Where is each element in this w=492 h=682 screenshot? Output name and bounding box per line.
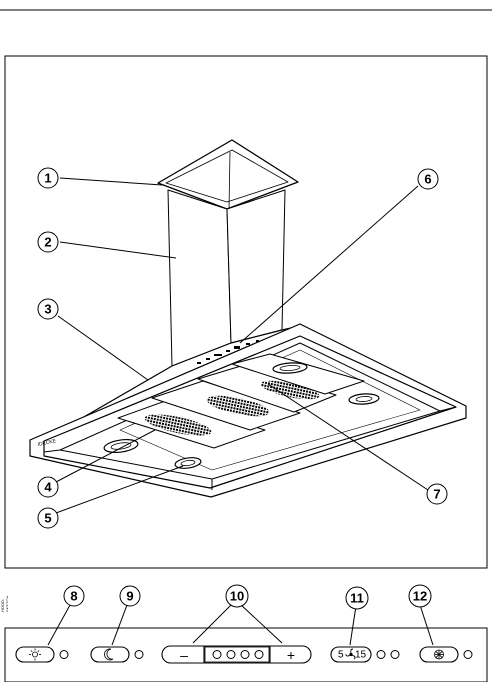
callout-7-label: 7: [433, 487, 440, 502]
filter-icon: [435, 650, 444, 659]
callout-2-label: 2: [44, 235, 51, 250]
timer-indicator-2: [391, 651, 399, 659]
callout-6-label: 6: [424, 172, 431, 187]
callout-8-label: 8: [70, 589, 77, 604]
plus-symbol: +: [287, 647, 295, 663]
callout-10-label: 10: [230, 589, 244, 604]
callout-12-label: 12: [413, 589, 427, 604]
callout-11-label: 11: [350, 591, 364, 606]
timer-indicator-1: [377, 651, 385, 659]
light-indicator: [60, 651, 68, 659]
callout-5-label: 5: [44, 511, 51, 526]
speed-indicator-1: [213, 651, 221, 659]
chimney-flue: [168, 190, 231, 366]
callout-4-label: 4: [44, 480, 52, 495]
speed-indicator-4: [255, 651, 263, 659]
filter-indicator: [464, 651, 472, 659]
filter-button[interactable]: [420, 647, 458, 662]
timer-button[interactable]: 5 15: [331, 647, 371, 662]
timer-right-label: 15: [355, 650, 367, 661]
night-indicator: [135, 651, 143, 659]
callout-3-label: 3: [44, 302, 51, 317]
light-button[interactable]: [16, 647, 54, 662]
night-button[interactable]: [91, 647, 129, 662]
minus-symbol: –: [180, 647, 188, 663]
fan-plus-button[interactable]: +: [271, 647, 310, 663]
speed-indicator-3: [241, 651, 249, 659]
speed-indicator-2: [227, 651, 235, 659]
callout-1-label: 1: [44, 171, 51, 186]
callout-9-label: 9: [126, 589, 133, 604]
fan-minus-button[interactable]: –: [163, 647, 203, 663]
timer-left-label: 5: [338, 650, 344, 661]
